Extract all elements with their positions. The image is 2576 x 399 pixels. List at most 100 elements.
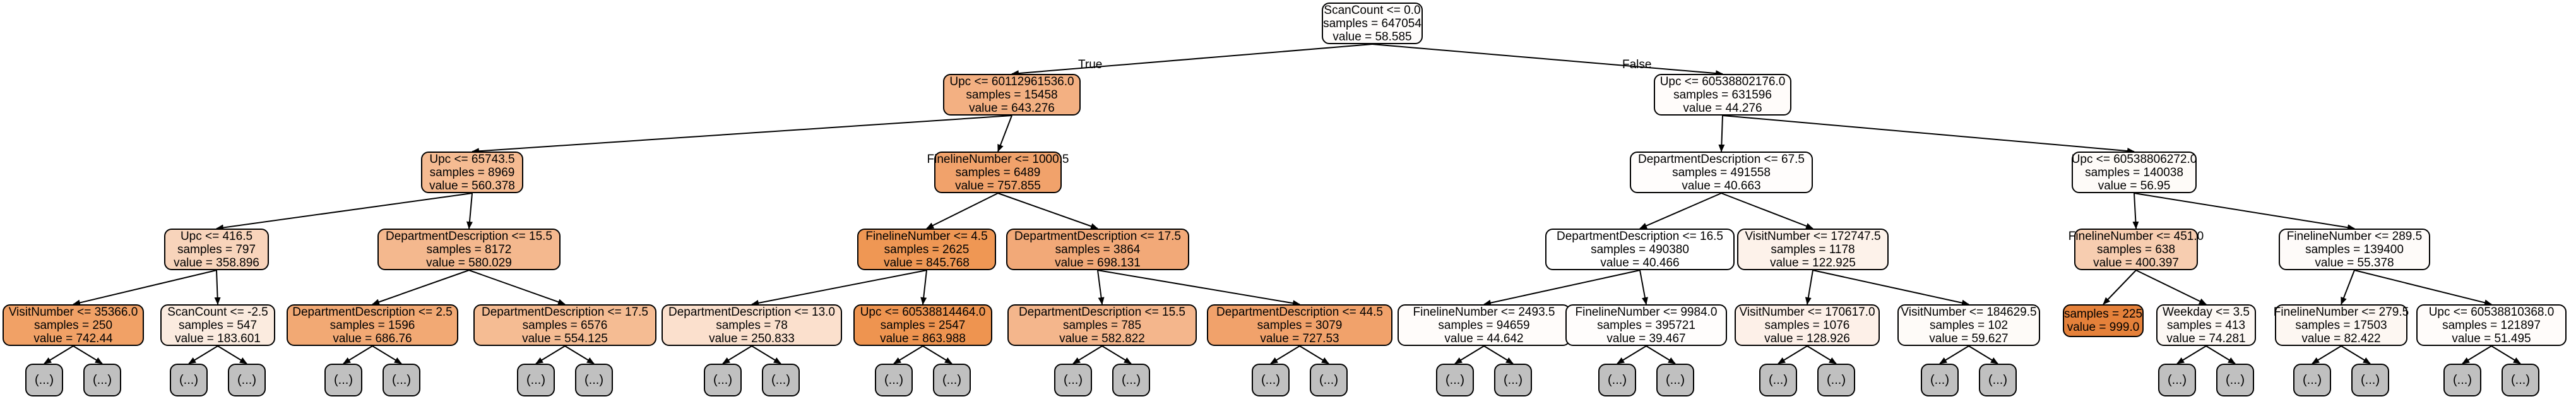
edge-n26-trunc-0	[1939, 345, 1969, 364]
node-text-line: Upc <= 60538814464.0	[860, 305, 986, 319]
node-text-line: value = 580.029	[426, 256, 512, 270]
node-text-line: samples = 94659	[1438, 318, 1530, 332]
edge-n28-trunc-1	[2205, 345, 2236, 364]
edge-n30-trunc-0	[2462, 345, 2492, 364]
truncated-subtree: (...)	[2351, 364, 2389, 396]
node-text-line: samples = 631596	[1673, 88, 1772, 102]
node-text-line: value = 51.495	[2452, 331, 2531, 345]
node-text-line: samples = 3864	[1055, 242, 1141, 256]
truncated-subtree: (...)	[1759, 364, 1797, 396]
truncated-subtree: (...)	[1310, 364, 1348, 396]
node-text-line: value = 44.276	[1683, 101, 1762, 115]
edge-n2-n5	[1718, 115, 1725, 152]
node-text-line: samples = 413	[2166, 318, 2246, 332]
node-text-line: value = 698.131	[1055, 256, 1141, 270]
edge-n19-trunc-0	[722, 345, 752, 364]
edge-n21-trunc-1	[1101, 345, 1132, 364]
edge-n6-n13	[2132, 193, 2139, 229]
truncated-subtree: (...)	[324, 364, 362, 396]
node-text-line: Upc <= 60538810368.0	[2428, 305, 2555, 319]
truncated-subtree: (...)	[25, 364, 63, 396]
node-text-line: value = 56.95	[2098, 179, 2171, 193]
edge-n12-n25	[1805, 270, 1813, 305]
node-text-line: samples = 3079	[1257, 318, 1343, 332]
edge-n15-trunc-0	[44, 345, 74, 364]
truncated-subtree: (...)	[1494, 364, 1532, 396]
edge-n26-trunc-1	[1968, 345, 1998, 364]
node-text-line: value = 44.642	[1444, 331, 1524, 345]
node-text-line: VisitNumber <= 172747.5	[1745, 229, 1881, 243]
edge-n7-n15	[73, 270, 217, 306]
node-text-line: VisitNumber <= 35366.0	[8, 305, 138, 319]
node-text-line: VisitNumber <= 170617.0	[1739, 305, 1875, 319]
node-text-line: value = 358.896	[174, 256, 259, 270]
edge-n16-trunc-1	[217, 345, 247, 364]
node-text-line: samples = 6489	[955, 165, 1041, 179]
node-text-line: samples = 2625	[884, 242, 970, 256]
edge-n16-trunc-0	[188, 345, 218, 364]
edge-n17-trunc-1	[372, 345, 402, 364]
node-text-line: samples = 647054	[1323, 16, 1422, 30]
node-text-line: value = 55.378	[2315, 256, 2394, 270]
edge-n25-trunc-0	[1778, 345, 1808, 364]
node-text-line: value = 863.988	[880, 331, 966, 345]
edge-n9-n19	[751, 270, 927, 306]
node-text-line: samples = 547	[178, 318, 258, 332]
node-text-line: DepartmentDescription <= 15.5	[1018, 305, 1186, 319]
edge-n5-n11	[1639, 193, 1722, 229]
edge-n28-trunc-0	[2176, 345, 2207, 364]
node-text-line: DepartmentDescription <= 13.0	[668, 305, 836, 319]
node-text-line: value = 582.822	[1059, 331, 1145, 345]
truncated-subtree: (...)	[1112, 364, 1150, 396]
node-text-line: ScanCount <= -2.5	[167, 305, 268, 319]
node-text-line: value = 39.467	[1606, 331, 1686, 345]
node-text-line: samples = 250	[33, 318, 113, 332]
edge-n23-trunc-0	[1454, 345, 1485, 364]
node-text-line: Upc <= 65743.5	[429, 152, 515, 166]
node-text-line: value = 845.768	[884, 256, 970, 270]
edge-n4-n10	[997, 193, 1098, 230]
node-text-line: ScanCount <= 0.0	[1324, 3, 1421, 17]
edge-n18-trunc-0	[535, 345, 566, 364]
node-text-line: value = 74.281	[2166, 331, 2246, 345]
truncated-subtree: (...)	[170, 364, 208, 396]
truncated-subtree: (...)	[704, 364, 742, 396]
edge-n14-n29	[2341, 270, 2355, 305]
truncated-subtree: (...)	[1252, 364, 1290, 396]
node-text-line: FinelineNumber <= 289.5	[2286, 229, 2423, 243]
truncated-subtree: (...)	[762, 364, 800, 396]
node-text-line: value = 58.585	[1333, 30, 1412, 44]
edge-n13-n28	[2135, 270, 2207, 305]
truncated-subtree: (...)	[83, 364, 121, 396]
node-text-line: DepartmentDescription <= 44.5	[1216, 305, 1384, 319]
edge-n12-n26	[1812, 270, 1969, 306]
edge-n2-n6	[1722, 115, 2135, 155]
node-text-line: DepartmentDescription <= 17.5	[1014, 229, 1182, 243]
truncated-subtree: (...)	[2216, 364, 2254, 396]
node-text-line: samples = 1178	[1771, 242, 1855, 256]
node-text-line: Weekday <= 3.5	[2162, 305, 2250, 319]
edge-n0-n2	[1372, 44, 1723, 77]
node-text-line: value = 59.627	[1929, 331, 2009, 345]
edge-n1-n3	[472, 115, 1012, 155]
node-text-line: samples = 1596	[329, 318, 415, 332]
edge-n30-trunc-1	[2491, 345, 2521, 364]
node-text-line: samples = 490380	[1591, 242, 1689, 256]
truncated-subtree: (...)	[2293, 364, 2331, 396]
node-text-line: samples = 8172	[426, 242, 512, 256]
edge-n20-trunc-1	[922, 345, 953, 364]
